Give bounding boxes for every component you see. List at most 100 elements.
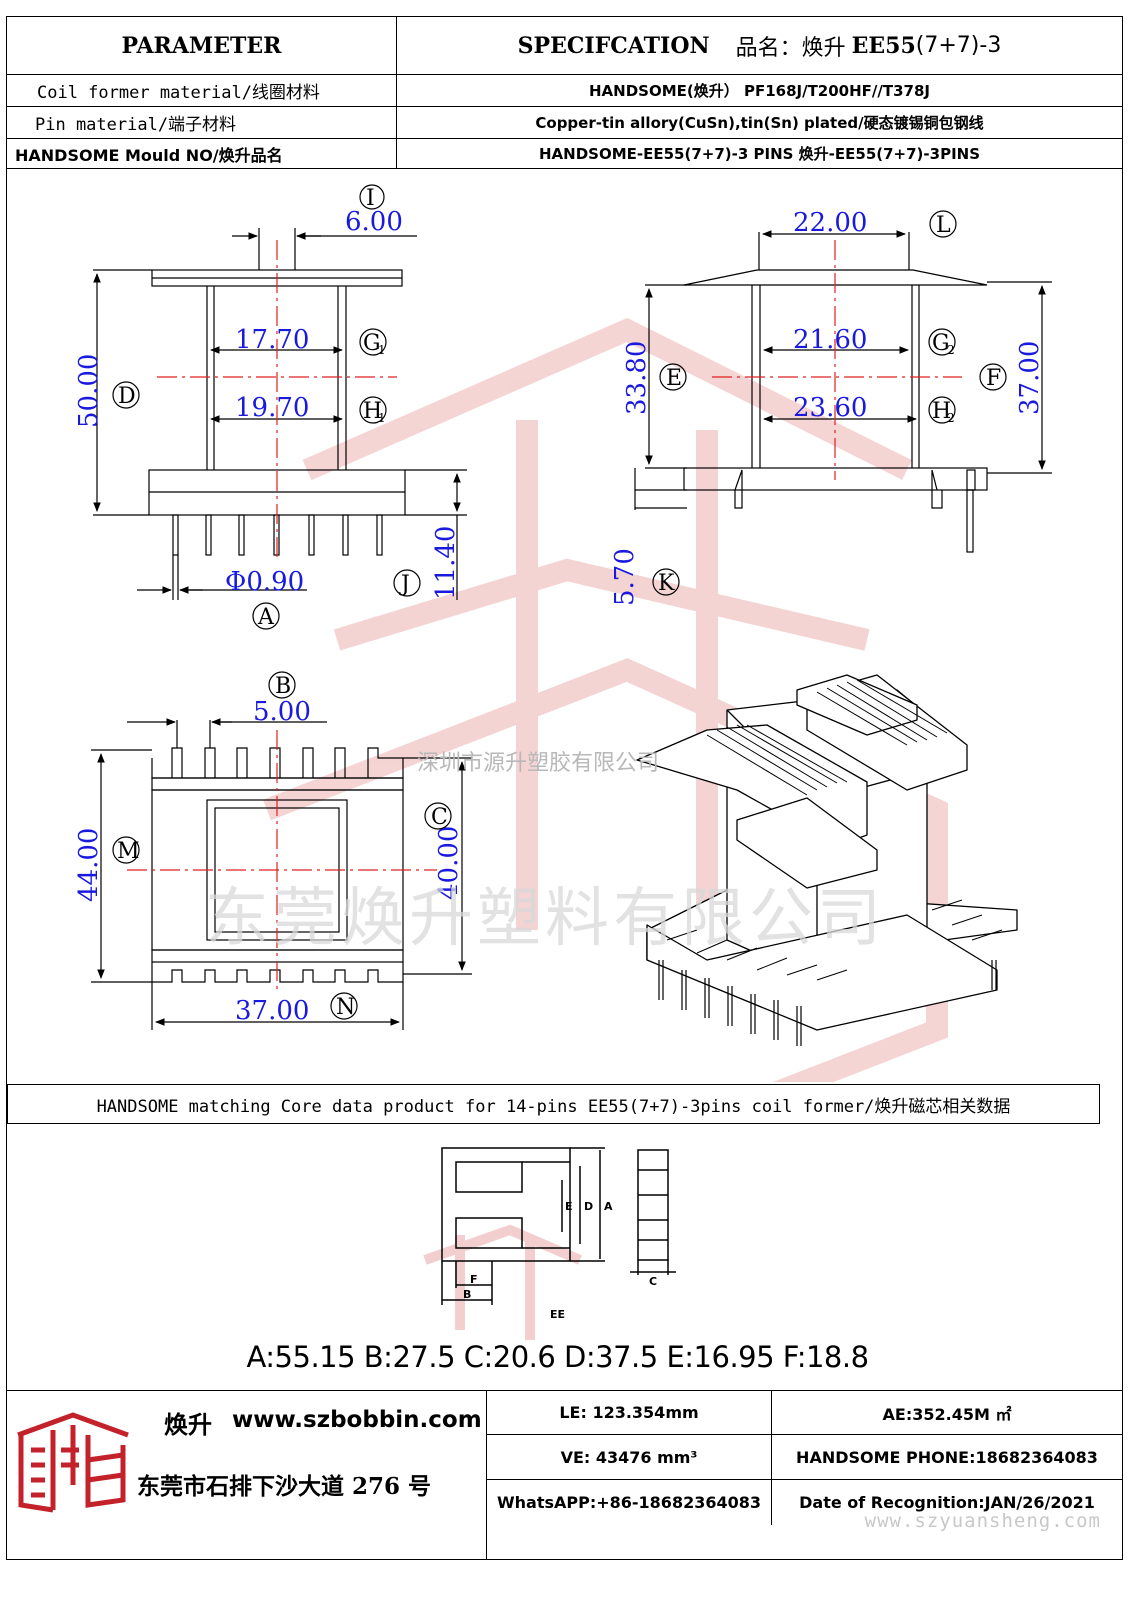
param-label: HANDSOME Mould NO/焕升品名 [7, 139, 397, 168]
footer-ve: VE: 43476 mm³ [487, 1435, 772, 1480]
param-row-pin-material: Pin material/端子材料 Copper-tin allory(CuSn… [7, 107, 1122, 139]
dim-N: 37.00 [235, 996, 309, 1026]
svg-text:2: 2 [947, 411, 955, 425]
core-label-C: C [649, 1275, 657, 1288]
company-logo [17, 1412, 129, 1513]
footer-brand-cell: 焕升 www.szbobbin.com 东莞市石排下沙大道 276 号 [7, 1391, 487, 1559]
svg-text:M: M [117, 839, 140, 864]
dim-I: 6.00 [345, 207, 403, 237]
reference-tags: I G1 H1 D A J L G2 H2 E F K B M C N [112, 184, 1007, 1020]
core-values: A:55.15 B:27.5 C:20.6 D:37.5 E:16.95 F:1… [246, 1340, 869, 1374]
core-label-E: E [565, 1200, 573, 1213]
isometric-view [636, 674, 1018, 1046]
dim-B: 5.00 [253, 697, 311, 727]
svg-text:I: I [366, 186, 375, 211]
svg-text:1: 1 [378, 343, 386, 357]
dim-H1: 19.70 [235, 393, 309, 423]
footer-address: 东莞市石排下沙大道 276 号 [137, 1473, 432, 1500]
matching-core-bar: HANDSOME matching Core data product for … [7, 1084, 1100, 1124]
tag-D: D [112, 381, 140, 409]
footer-ae: AE:352.45M ㎡ [772, 1391, 1122, 1435]
footer-brand: 焕升 [164, 1410, 212, 1439]
footer-phone: HANDSOME PHONE:18682364083 [772, 1435, 1122, 1480]
core-label-F: F [470, 1273, 478, 1286]
side-view-centerlines [712, 240, 962, 480]
param-label: Pin material/端子材料 [7, 107, 397, 138]
technical-drawing: 6.00 17.70 19.70 50.00 Φ0.90 11.40 22.00… [74, 184, 1052, 1082]
footer-le: LE: 123.354mm [487, 1391, 772, 1435]
front-view-centerlines [157, 240, 397, 560]
dim-H2: 23.60 [793, 393, 867, 423]
core-label-B: B [463, 1288, 471, 1301]
watermark-url: www.szyuansheng.com [864, 1510, 1101, 1532]
dim-F: 37.00 [1015, 341, 1045, 415]
plan-view-centerlines [127, 730, 437, 990]
watermark-logo [263, 317, 948, 1082]
dim-E: 33.80 [622, 341, 652, 415]
tag-G2: G2 [928, 328, 956, 357]
footer-website: www.szbobbin.com [232, 1407, 482, 1433]
param-row-mould-no: HANDSOME Mould NO/焕升品名 HANDSOME-EE55(7+7… [7, 139, 1122, 169]
param-value: HANDSOME-EE55(7+7)-3 PINS 焕升-EE55(7+7)-3… [538, 145, 981, 163]
tag-F: F [979, 363, 1007, 391]
dim-J: 11.40 [431, 526, 461, 600]
dim-G1: 17.70 [235, 325, 309, 355]
svg-text:A: A [257, 605, 275, 630]
svg-text:E: E [666, 366, 682, 391]
parameter-label: PARAMETER [121, 32, 282, 59]
tag-H2: H2 [928, 396, 956, 425]
product-model: EE55 [851, 32, 916, 59]
svg-text:G: G [363, 331, 381, 356]
product-name-label: 品名：焕升 [735, 35, 846, 61]
svg-text:N: N [336, 995, 355, 1020]
page-frame [6, 16, 1123, 1560]
tag-M: M [112, 836, 140, 864]
product-suffix: (7+7)-3 [915, 33, 1002, 58]
dim-L: 22.00 [793, 208, 867, 238]
svg-text:K: K [658, 571, 675, 596]
svg-text:B: B [275, 674, 291, 699]
core-label-A: A [604, 1200, 613, 1213]
specification-header: SPECIFCATION 品名：焕升 EE55 (7+7)-3 [397, 17, 1122, 74]
param-row-coil-material: Coil former material/线圈材料 HANDSOME(焕升） P… [7, 75, 1122, 107]
isometric-pins [658, 960, 997, 1046]
svg-text:G: G [932, 331, 950, 356]
param-value: HANDSOME(焕升） PF168J/T200HF//T378J [588, 82, 930, 100]
plan-view [91, 718, 472, 1030]
tag-L: L [929, 210, 957, 238]
footer: 焕升 www.szbobbin.com 东莞市石排下沙大道 276 号 LE: … [7, 1390, 1122, 1559]
dim-D: 50.00 [74, 354, 104, 428]
svg-text:J: J [399, 572, 410, 597]
svg-text:2: 2 [947, 343, 955, 357]
tag-C: C [424, 802, 452, 830]
footer-date: Date of Recognition:JAN/26/2021 [799, 1493, 1095, 1512]
watermark-company-large: 东莞焕升塑料有限公司 [205, 882, 885, 956]
svg-text:F: F [986, 366, 1001, 391]
matching-core-text: HANDSOME matching Core data product for … [96, 1096, 1011, 1117]
side-view [634, 230, 1052, 553]
param-label: Coil former material/线圈材料 [7, 75, 397, 106]
tag-N: N [330, 992, 358, 1020]
svg-text:C: C [431, 805, 448, 830]
svg-text:L: L [936, 213, 951, 238]
tag-H1: H1 [359, 396, 387, 425]
svg-text:H: H [363, 399, 382, 424]
header-row: PARAMETER SPECIFCATION 品名：焕升 EE55 (7+7)-… [7, 17, 1122, 75]
param-value: Copper-tin allory(CuSn),tin(Sn) plated/硬… [535, 114, 984, 132]
core-label-D: D [584, 1200, 593, 1213]
spec-label: SPECIFCATION [517, 32, 710, 59]
footer-whatsapp: WhatsAPP:+86-18682364083 [487, 1480, 772, 1525]
tag-E: E [659, 363, 687, 391]
tag-B: B [268, 671, 296, 699]
parameter-header: PARAMETER [7, 17, 397, 74]
tag-J: J [393, 569, 421, 597]
dim-G2: 21.60 [793, 325, 867, 355]
svg-text:D: D [118, 384, 136, 409]
dim-C: 40.00 [434, 826, 464, 900]
core-diagram: A D E C F B EE [423, 1147, 676, 1340]
core-label-EE: EE [550, 1308, 565, 1321]
dim-A: Φ0.90 [225, 567, 304, 597]
dim-K: 5.70 [610, 548, 640, 606]
tag-A: A [252, 602, 280, 630]
tag-I: I [359, 184, 385, 211]
